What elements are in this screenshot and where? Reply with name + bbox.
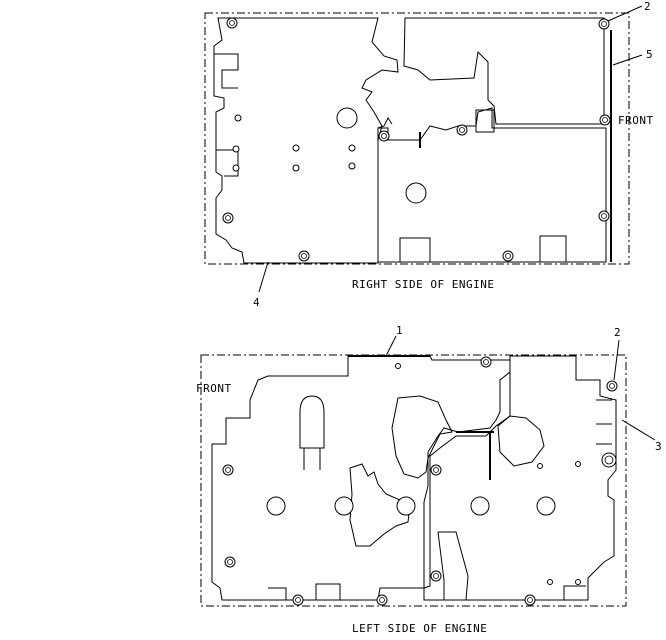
right-side-notch-right [539, 235, 567, 262]
right-side-hole [232, 145, 240, 153]
right-side-hole [292, 144, 300, 152]
left-side-notch-2 [315, 583, 341, 600]
callout-1: 1 [396, 324, 403, 337]
left-side-hole [537, 463, 543, 469]
left-side-right-brackets [596, 399, 612, 445]
right-side-boss-lower [405, 182, 427, 204]
left-side-dashed-outline [200, 354, 627, 607]
left-side-boss [334, 496, 354, 516]
left-side-hole [547, 579, 553, 585]
left-side-boss [396, 496, 416, 516]
right-side-hole [348, 162, 356, 170]
right-side-tab [475, 109, 495, 133]
left-side-sensor-bracket [299, 395, 325, 449]
right-side-dashed-outline [204, 12, 630, 265]
callout-2-top: 2 [644, 0, 651, 13]
right-side-hole [348, 144, 356, 152]
front-label-bottom: FRONT [196, 382, 232, 395]
right-side-bracket-lower [216, 149, 239, 177]
right-side-center-rib [377, 117, 393, 129]
left-side-hole [575, 461, 581, 467]
callout-4: 4 [253, 296, 260, 309]
callout-2-bottom: 2 [614, 326, 621, 339]
leader-line-3 [621, 419, 656, 441]
leader-line-2-bottom [613, 339, 620, 381]
right-side-hole [232, 164, 240, 172]
right-side-upper-plate [403, 17, 605, 125]
right-side-view: 2 5 4 FRONT RIGHT SIDE OF ENGINE [204, 0, 654, 309]
left-side-boss [536, 496, 556, 516]
right-side-notch-left [399, 237, 431, 262]
left-side-notch-3 [563, 585, 586, 600]
callout-5: 5 [646, 48, 653, 61]
right-side-boss-upper [336, 107, 358, 129]
right-side-bracket-upper [214, 53, 239, 89]
leader-line-1 [385, 335, 397, 357]
left-side-notch-1 [268, 587, 287, 600]
left-side-sensor-legs [303, 448, 321, 470]
leader-line-4 [258, 261, 269, 293]
left-side-left-plate [211, 355, 511, 601]
callout-3: 3 [655, 440, 662, 453]
right-side-hole [234, 114, 242, 122]
left-side-boss [266, 496, 286, 516]
leader-line-2-top [607, 5, 643, 22]
left-side-bolts [222, 356, 618, 606]
right-side-bolts [222, 17, 611, 262]
caption-right-side: RIGHT SIDE OF ENGINE [352, 278, 494, 291]
right-side-left-panel [213, 17, 399, 264]
leader-line-5 [612, 54, 643, 66]
left-side-hole [395, 363, 401, 369]
left-side-cutout-upper [391, 395, 453, 479]
left-side-hole [575, 579, 581, 585]
left-side-right-plate [423, 355, 617, 601]
left-side-view: 1 2 3 FRONT LEFT SIDE OF ENGINE [196, 324, 662, 635]
caption-left-side: LEFT SIDE OF ENGINE [352, 622, 487, 635]
left-side-boss [470, 496, 490, 516]
front-label-top: FRONT [618, 114, 654, 127]
right-side-hole [292, 164, 300, 172]
left-side-cutout-lobe [497, 415, 545, 467]
left-side-bottom-tube [437, 531, 469, 601]
